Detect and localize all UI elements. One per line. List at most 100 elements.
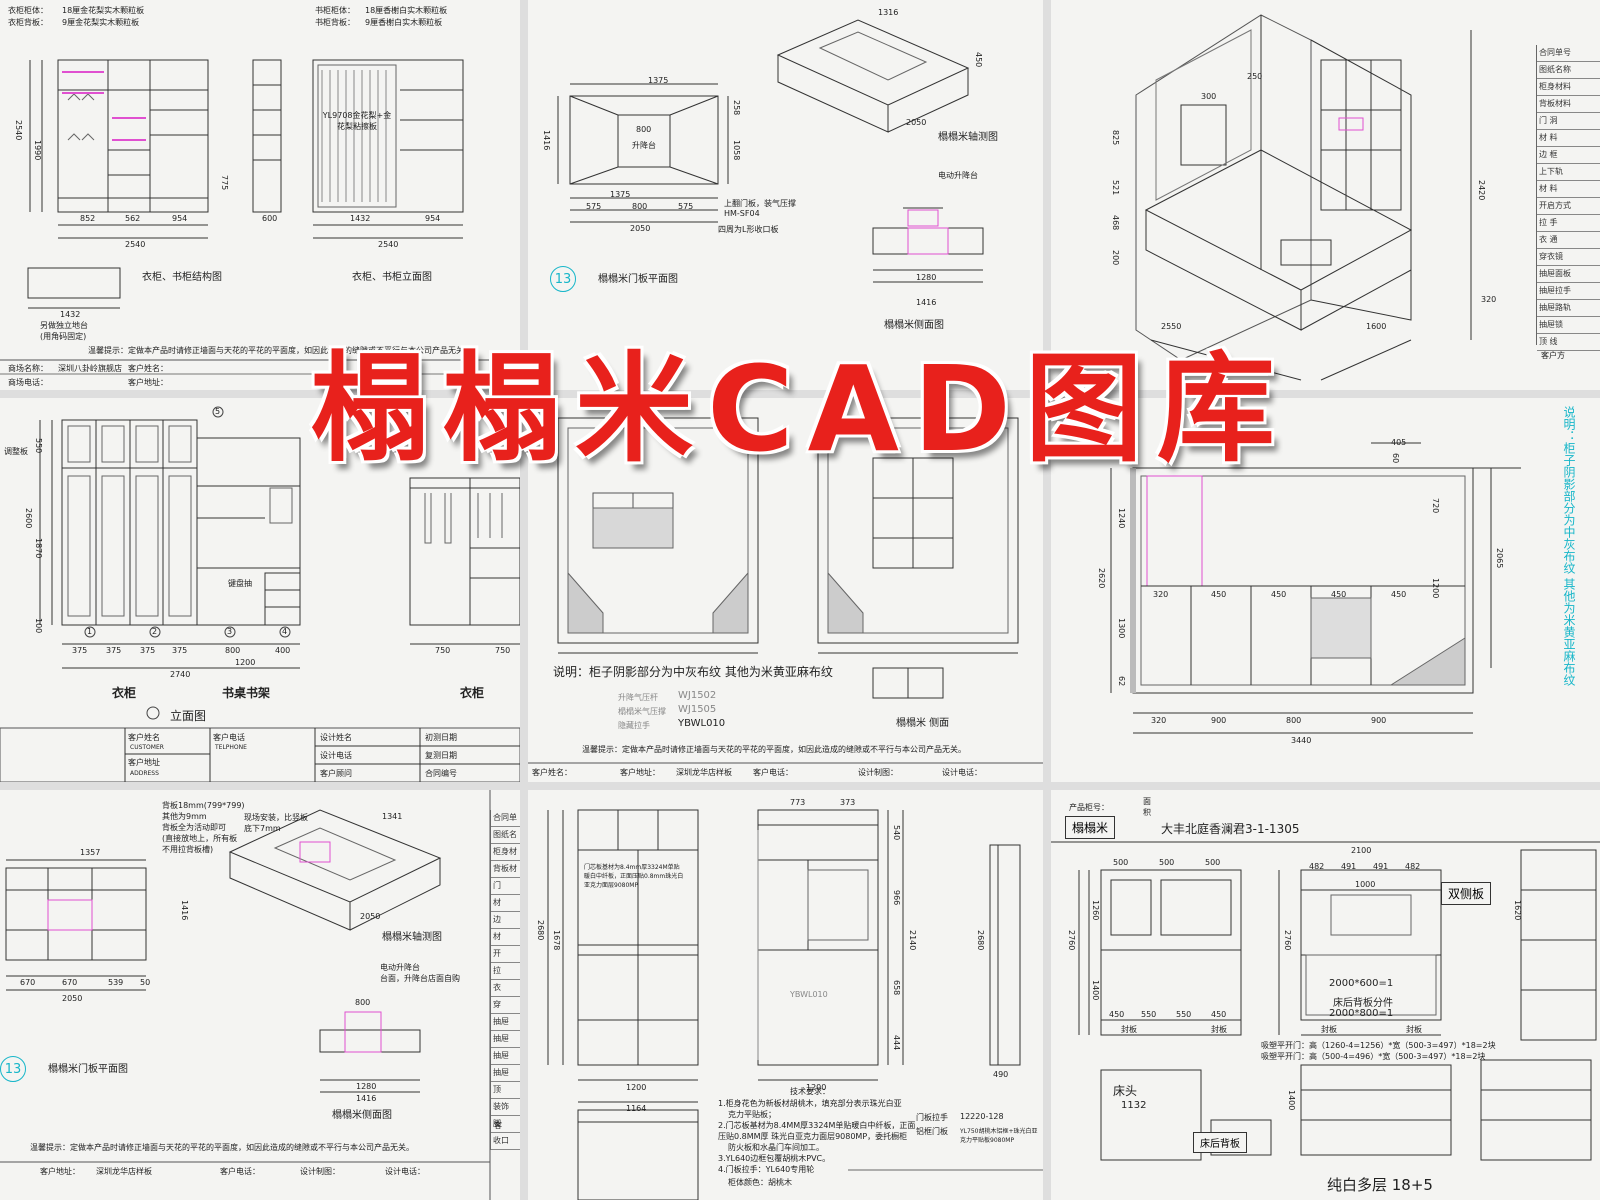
- drawing-title: 榻榻米轴测图: [382, 932, 442, 943]
- tb-value: 深圳八卦岭旗舰店: [58, 364, 122, 373]
- tb-value: 深圳龙华店样板: [96, 1167, 152, 1176]
- spec-item: 穿衣镜: [1537, 249, 1600, 266]
- drawing-sheet-wardrobe-structure: 衣柜柜体：18厘金花梨实木颗粒板 衣柜背板：9厘金花梨实木颗粒板 书柜柜体：18…: [0, 0, 520, 390]
- spec-item: 衣: [491, 980, 520, 997]
- cut-line: 吸塑平开门：高（500-4=496）*宽（500-3=497）*18=2块: [1261, 1052, 1486, 1061]
- dim-label: 2680: [976, 930, 985, 951]
- part-code: YBWL010: [790, 990, 828, 999]
- spec-item: 门 洞: [1537, 113, 1600, 130]
- dim-label: 320: [1481, 295, 1497, 304]
- dim-label: 491: [1373, 862, 1389, 871]
- banner-title: 榻榻米CAD图库: [311, 339, 1289, 478]
- warm-tip: 温馨提示：定做本产品时请修正墙面与天花的平花的平面度，如因此造成的缝隙或不平行与…: [88, 346, 472, 355]
- dim-label: 540: [892, 825, 901, 841]
- tb-label: 复测日期: [425, 751, 457, 760]
- cut-list-drawing: [1051, 841, 1600, 1161]
- handle-value: 12220-128: [960, 1112, 1004, 1121]
- part-code: WJ1502: [678, 690, 717, 701]
- dim-label: 1870: [34, 538, 43, 559]
- spec-label: 衣柜背板：: [8, 18, 48, 27]
- project-address: 大丰北庭香澜君3-1-1305: [1161, 822, 1300, 836]
- dim-label: 1000: [1355, 880, 1376, 889]
- dim-label: 482: [1405, 862, 1421, 871]
- dim-label: 1200: [806, 1083, 827, 1092]
- spec-label: 书柜柜体：: [315, 6, 355, 15]
- dim-label: 490: [993, 1070, 1009, 1079]
- dim-label: 1400: [1287, 1090, 1296, 1111]
- dim-label: 750: [495, 646, 511, 655]
- spec-item: 材: [491, 929, 520, 946]
- spec-sidebar: 合同单号 图纸名称 柜身材料 背板材料 门 洞 材 料 边 框 上下轨 材 料 …: [1536, 45, 1600, 351]
- tb-label: 客户地址: [128, 758, 160, 767]
- dim-label: 450: [1391, 590, 1407, 599]
- spec-line: 背板全为活动即可: [162, 823, 226, 832]
- note: 电动升降台: [380, 963, 420, 972]
- dim-label: 1280: [916, 273, 937, 282]
- dim-label: 375: [106, 646, 122, 655]
- spec-item: 抽屉路轨: [1537, 300, 1600, 317]
- label: 调整板: [4, 447, 28, 456]
- drawing-title: 榻榻米 侧面: [896, 718, 950, 729]
- dim-label: 800: [1286, 716, 1302, 725]
- frame-value: YL750胡桃木铝框+珠光白亚克力平贴板9080MP: [960, 1128, 1038, 1144]
- drawing-sheet-door-plan: 1375 800 升降台 1375 575 800 575 2050 1416 …: [528, 0, 1043, 390]
- tech-line: 4.门板拉手：YL640专用轮: [718, 1165, 815, 1174]
- spec-line: 背板18mm(799*799): [162, 801, 245, 810]
- spec-item: 材: [491, 895, 520, 912]
- drawing-title: 榻榻米侧面图: [332, 1110, 392, 1121]
- tb-label: 客户姓名：: [532, 768, 572, 777]
- dim-label: 800: [225, 646, 241, 655]
- seal-label: 封板: [1211, 1025, 1227, 1034]
- spec-item: 图纸名称: [1537, 62, 1600, 79]
- spec-value: 18厘金花梨实木颗粒板: [62, 6, 145, 15]
- dim-label: 373: [840, 798, 856, 807]
- spec-item: 衣 通: [1537, 232, 1600, 249]
- tb-label: 客户顾问: [320, 769, 352, 778]
- spec-item: 背板材: [491, 861, 520, 878]
- dim-label: 1357: [80, 848, 101, 857]
- dim-label: 468: [1111, 215, 1120, 231]
- dim-label: 1400: [1091, 980, 1100, 1001]
- note: 台面，升降台店面自购: [380, 974, 460, 983]
- spec-item: 图纸名: [491, 827, 520, 844]
- dim-label: 2140: [908, 930, 917, 951]
- dim-label: 258: [732, 100, 741, 116]
- dim-label: 1260: [1091, 900, 1100, 921]
- spec-item: 抽屉锁: [1537, 317, 1600, 334]
- spec-item: 柜身材料: [1537, 79, 1600, 96]
- plan-drawing: [528, 417, 1043, 764]
- dim-label: 720: [1431, 498, 1440, 514]
- dim-label: 852: [80, 214, 96, 223]
- dim-label: 2760: [1067, 930, 1076, 951]
- formula: 床后背板分件: [1333, 998, 1393, 1009]
- part-label: 升降气压杆: [618, 693, 658, 702]
- door-note: YL9708金花梨+金花梨粘擦板: [322, 111, 392, 131]
- drawing-title: 衣柜、书柜立面图: [352, 272, 432, 283]
- dim-label: 658: [892, 980, 901, 996]
- dim-label: 966: [892, 890, 901, 906]
- dim-label: 1280: [356, 1082, 377, 1091]
- dim-label: 1200: [235, 658, 256, 667]
- dim-label: 375: [172, 646, 188, 655]
- dim-label: 1200: [626, 1083, 647, 1092]
- label: 键盘抽: [228, 579, 252, 588]
- spec-item: 开: [491, 946, 520, 963]
- axis-number: 5: [215, 407, 221, 416]
- dim-label: 2540: [14, 120, 23, 141]
- dim-label: 800: [632, 202, 648, 211]
- note: 底下7mm: [244, 824, 281, 833]
- dim-label: 1416: [542, 130, 551, 151]
- tb-label: 客户地址：: [40, 1167, 80, 1176]
- tech-line: 防火板和水晶门车间加工。: [728, 1143, 824, 1152]
- dim-label: 482: [1309, 862, 1325, 871]
- dim-label: 550: [1141, 1010, 1157, 1019]
- dim-label: 775: [220, 175, 229, 191]
- spec-item: 上下轨: [1537, 164, 1600, 181]
- dim-label: 1300: [1117, 618, 1126, 639]
- drawing-title: 榻榻米轴测图: [938, 132, 998, 143]
- drawing-title: 榻榻米门板平面图: [48, 1064, 128, 1075]
- tb-label-en: TELPHONE: [215, 744, 247, 751]
- drawing-title: 榻榻米门板平面图: [598, 274, 678, 285]
- dim-label: 562: [125, 214, 141, 223]
- dim-label: 521: [1111, 180, 1120, 196]
